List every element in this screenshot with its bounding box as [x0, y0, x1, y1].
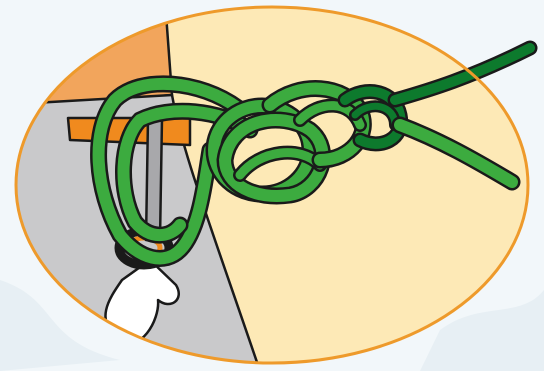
oval-border — [14, 5, 530, 365]
carabiner — [144, 116, 164, 242]
figure-eight-knot — [205, 80, 372, 205]
rope-tail — [387, 40, 538, 191]
rope-bight — [90, 75, 259, 267]
harness-white-part — [104, 258, 180, 345]
